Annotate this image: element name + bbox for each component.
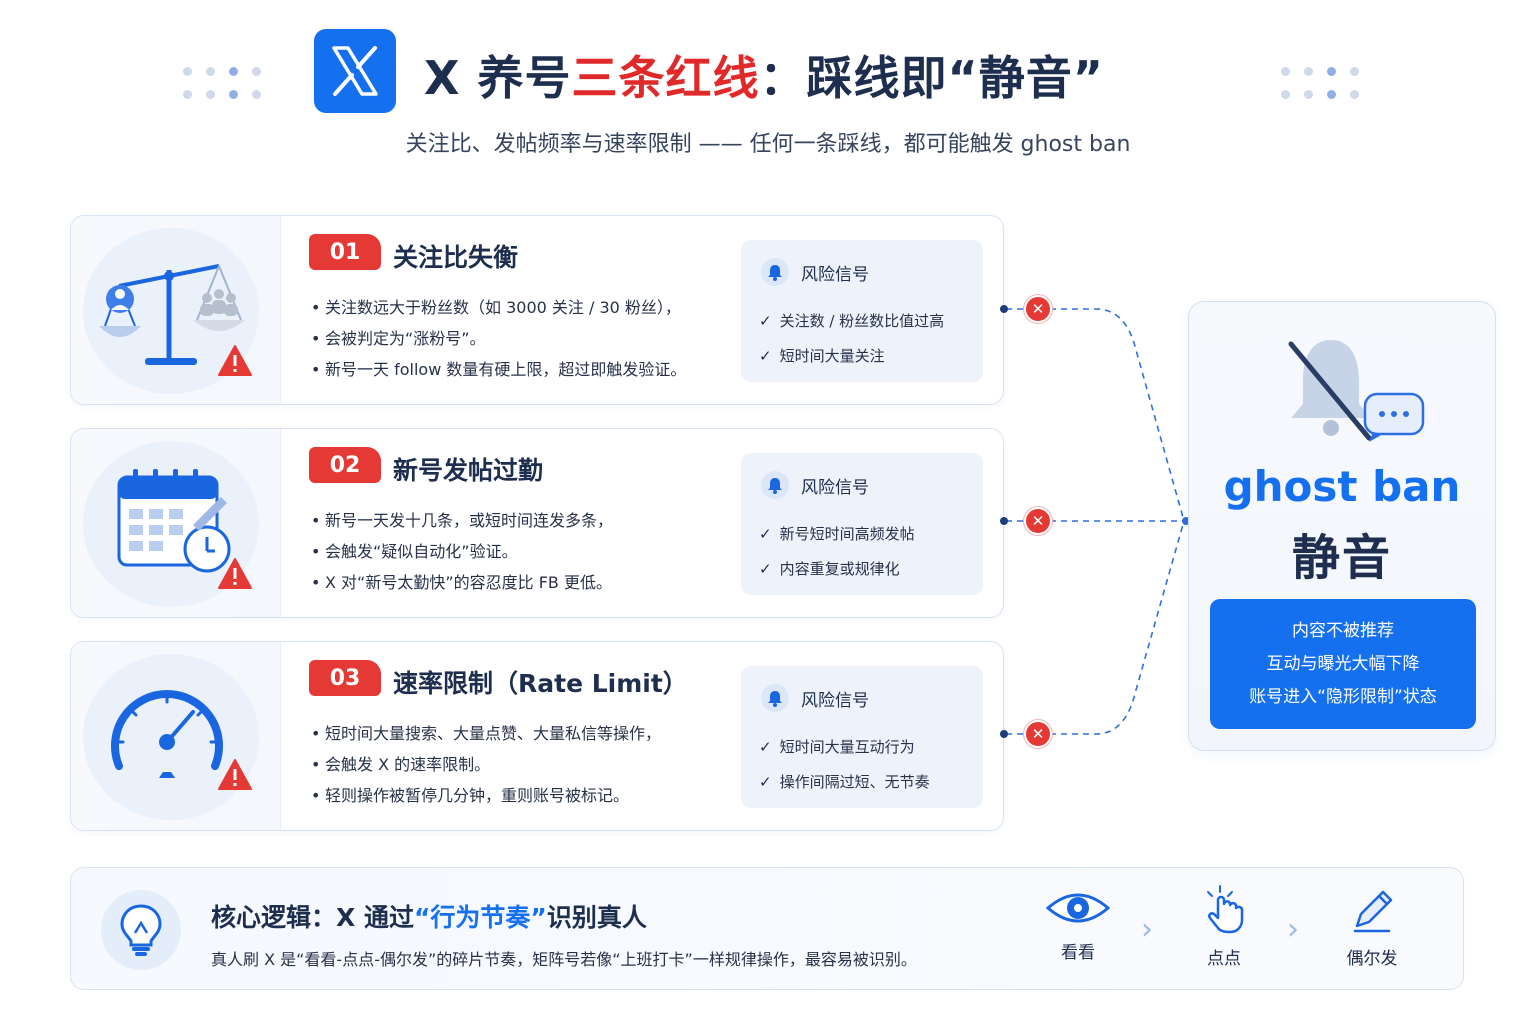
- connector-lines: [1000, 305, 1190, 738]
- bell-icon: [761, 258, 789, 286]
- calendar-clock-icon: [117, 469, 231, 573]
- risk-signal-item: ✓内容重复或规律化: [759, 560, 900, 578]
- blocked-x-icon: ✕: [1024, 507, 1052, 535]
- rule-bullet-continued: 会触发“疑似自动化”验证。: [309, 536, 729, 567]
- decorative-dots-left: [183, 67, 261, 99]
- title-highlight: 三条红线: [571, 51, 760, 105]
- risk-signal-item: ✓操作间隔过短、无节奏: [759, 773, 930, 791]
- blocked-x-icon: ✕: [1024, 295, 1052, 323]
- rule-number-badge: 02: [309, 447, 381, 483]
- muted-bell-icon: [1288, 340, 1425, 442]
- risk-signal-panel: 风险信号 ✓短时间大量互动行为 ✓操作间隔过短、无节奏: [741, 666, 983, 808]
- rule-description: 关注数远大于粉丝数（如 3000 关注 / 30 粉丝）， 会被判定为“涨粉号”…: [309, 292, 729, 385]
- risk-signal-item: ✓关注数 / 粉丝数比值过高: [759, 312, 945, 330]
- rule-title: 新号发帖过勤: [393, 456, 544, 485]
- ghost-ban-effects: 内容不被推荐 互动与曝光大幅下降 账号进入“隐形限制”状态: [1210, 599, 1476, 729]
- rule-title: 关注比失衡: [393, 243, 519, 272]
- risk-signal-item: ✓短时间大量关注: [759, 347, 885, 365]
- core-logic-description: 真人刷 X 是“看看-点点-偶尔发”的碎片节奏，矩阵号若像“上班打卡”一样规律操…: [211, 950, 917, 969]
- rule-card-posting-frequency: 02 新号发帖过勤 新号一天发十几条，或短时间连发多条， 会触发“疑似自动化”验…: [70, 428, 1004, 618]
- warning-icon: [218, 558, 252, 589]
- rule-bullet: 短时间大量搜索、大量点赞、大量私信等操作，: [309, 718, 729, 749]
- check-icon: ✓: [759, 347, 772, 365]
- rule-card-follow-ratio: 01 关注比失衡 关注数远大于粉丝数（如 3000 关注 / 30 粉丝）， 会…: [70, 215, 1004, 405]
- rule-bullet: X 对“新号太勤快”的容忍度比 FB 更低。: [309, 567, 729, 598]
- behavior-step-tap: 点点: [1179, 884, 1269, 969]
- step-label: 偶尔发: [1346, 949, 1398, 969]
- bell-icon: [761, 471, 789, 499]
- page-title: X 养号三条红线：踩线即“静音”: [424, 42, 1104, 106]
- chevron-right-icon: ›: [1287, 912, 1299, 947]
- ghost-ban-title: ghost ban: [1223, 462, 1461, 511]
- risk-signal-item: ✓短时间大量互动行为: [759, 738, 915, 756]
- rule-title: 速率限制（Rate Limit）: [393, 669, 688, 698]
- ghost-ban-subtitle: 静音: [1291, 530, 1392, 586]
- risk-signal-panel: 风险信号 ✓新号短时间高频发帖 ✓内容重复或规律化: [741, 453, 983, 595]
- effect-item: 互动与曝光大幅下降: [1266, 654, 1420, 674]
- check-icon: ✓: [759, 525, 772, 543]
- rule-number-badge: 01: [309, 234, 381, 270]
- card-illustration-pane: [71, 642, 281, 830]
- effect-item: 账号进入“隐形限制”状态: [1249, 687, 1437, 707]
- risk-signal-title: 风险信号: [801, 264, 869, 285]
- risk-signal-title: 风险信号: [801, 477, 869, 498]
- title-prefix: X 养号: [424, 51, 572, 105]
- warning-icon: [218, 345, 252, 376]
- bell-icon: [761, 684, 789, 712]
- rule-bullet: 新号一天发十几条，或短时间连发多条，: [309, 505, 729, 536]
- tap-hand-icon: [1207, 885, 1244, 934]
- core-logic-title: 核心逻辑：X 通过“行为节奏”识别真人: [211, 903, 647, 932]
- behavior-step-post: 偶尔发: [1327, 888, 1417, 969]
- core-logic-highlight: “行为节奏”: [413, 903, 547, 932]
- rule-bullet: 关注数远大于粉丝数（如 3000 关注 / 30 粉丝），: [309, 292, 729, 323]
- rule-number-badge: 03: [309, 660, 381, 696]
- rule-card-rate-limit: 03 速率限制（Rate Limit） 短时间大量搜索、大量点赞、大量私信等操作…: [70, 641, 1004, 831]
- chevron-right-icon: ›: [1141, 912, 1153, 947]
- pen-icon: [1353, 890, 1393, 933]
- check-icon: ✓: [759, 773, 772, 791]
- rule-description: 新号一天发十几条，或短时间连发多条， 会触发“疑似自动化”验证。 X 对“新号太…: [309, 505, 729, 598]
- rule-bullet: 新号一天 follow 数量有硬上限，超过即触发验证。: [309, 354, 729, 385]
- check-icon: ✓: [759, 312, 772, 330]
- x-logo: [314, 29, 396, 113]
- risk-signal-item: ✓新号短时间高频发帖: [759, 525, 915, 543]
- title-suffix: ：踩线即“静音”: [759, 51, 1104, 105]
- behavior-step-look: 看看: [1033, 888, 1123, 963]
- rule-bullet-continued: 会触发 X 的速率限制。: [309, 749, 729, 780]
- step-label: 点点: [1207, 949, 1241, 969]
- page-subtitle: 关注比、发帖频率与速率限制 —— 任何一条踩线，都可能触发 ghost ban: [405, 132, 1131, 157]
- check-icon: ✓: [759, 560, 772, 578]
- risk-signal-panel: 风险信号 ✓关注数 / 粉丝数比值过高 ✓短时间大量关注: [741, 240, 983, 382]
- card-illustration-pane: [71, 429, 281, 617]
- lightbulb-icon: [120, 904, 162, 956]
- risk-signal-title: 风险信号: [801, 690, 869, 711]
- check-icon: ✓: [759, 738, 772, 756]
- eye-icon: [1045, 893, 1111, 923]
- step-label: 看看: [1061, 943, 1095, 963]
- x-logo-icon: [332, 46, 378, 96]
- decorative-dots-right: [1281, 67, 1359, 99]
- speedometer-icon: [111, 690, 223, 778]
- rule-bullet: 轻则操作被暂停几分钟，重则账号被标记。: [309, 780, 729, 811]
- card-illustration-pane: [71, 216, 281, 404]
- rule-bullet-continued: 会被判定为“涨粉号”。: [309, 323, 729, 354]
- rule-description: 短时间大量搜索、大量点赞、大量私信等操作， 会触发 X 的速率限制。 轻则操作被…: [309, 718, 729, 811]
- effect-item: 内容不被推荐: [1292, 621, 1394, 641]
- bulb-icon-backdrop: [101, 890, 181, 970]
- warning-icon: [218, 759, 252, 790]
- balance-scale-icon: [99, 264, 245, 365]
- blocked-x-icon: ✕: [1024, 720, 1052, 748]
- ghost-ban-panel: ghost ban 静音 内容不被推荐 互动与曝光大幅下降 账号进入“隐形限制”…: [1188, 301, 1496, 751]
- core-logic-panel: 核心逻辑：X 通过“行为节奏”识别真人 真人刷 X 是“看看-点点-偶尔发”的碎…: [70, 867, 1464, 990]
